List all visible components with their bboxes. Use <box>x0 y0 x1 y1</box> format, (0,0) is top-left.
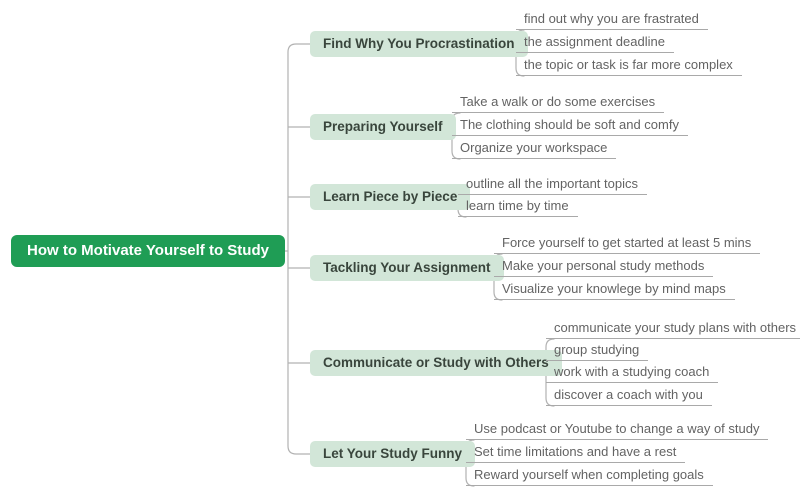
subtopic[interactable]: Make your personal study methods <box>494 256 714 277</box>
branch-tackling-your-assignment[interactable]: Tackling Your Assignment <box>310 255 504 281</box>
branch-find-why-you-procrastination[interactable]: Find Why You Procrastination <box>310 31 528 57</box>
subtopic[interactable]: the topic or task is far more complex <box>516 55 742 76</box>
branch-learn-piece-by-piece[interactable]: Learn Piece by Piece <box>310 184 471 210</box>
central-topic[interactable]: How to Motivate Yourself to Study <box>11 235 285 267</box>
subtopic[interactable]: the assignment deadline <box>516 32 674 53</box>
branch-preparing-yourself[interactable]: Preparing Yourself <box>310 114 456 140</box>
subtopic[interactable]: learn time by time <box>458 196 578 217</box>
branch-let-your-study-funny[interactable]: Let Your Study Funny <box>310 441 476 467</box>
subtopic[interactable]: communicate your study plans with others <box>546 318 800 339</box>
subtopic[interactable]: outline all the important topics <box>458 174 647 195</box>
branch-communicate-or-study-with-others[interactable]: Communicate or Study with Others <box>310 350 562 376</box>
subtopic[interactable]: discover a coach with you <box>546 385 712 406</box>
subtopic[interactable]: find out why you are frastrated <box>516 9 708 30</box>
subtopic[interactable]: group studying <box>546 340 649 361</box>
subtopic[interactable]: Visualize your knowlege by mind maps <box>494 279 735 300</box>
subtopic[interactable]: Organize your workspace <box>452 138 617 159</box>
subtopic[interactable]: work with a studying coach <box>546 362 719 383</box>
subtopic[interactable]: Reward yourself when completing goals <box>466 465 713 486</box>
subtopic[interactable]: Take a walk or do some exercises <box>452 92 665 113</box>
subtopic[interactable]: Force yourself to get started at least 5… <box>494 233 761 254</box>
subtopic[interactable]: Use podcast or Youtube to change a way o… <box>466 419 769 440</box>
subtopic[interactable]: The clothing should be soft and comfy <box>452 115 688 136</box>
subtopic[interactable]: Set time limitations and have a rest <box>466 442 686 463</box>
